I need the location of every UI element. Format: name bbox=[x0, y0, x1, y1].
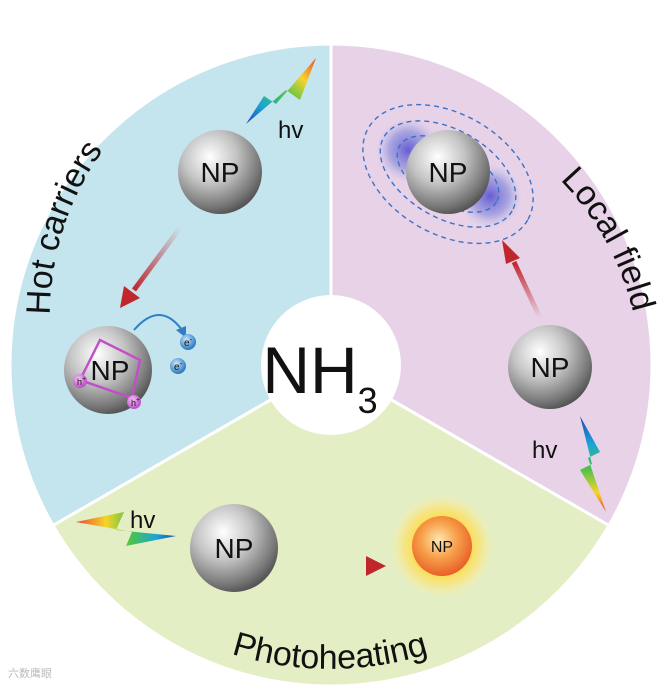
center-nh3: NH3 bbox=[262, 333, 377, 421]
np-label: NP bbox=[429, 157, 468, 188]
electron-text: e bbox=[174, 362, 180, 373]
hole-label: h+ bbox=[131, 397, 140, 408]
electron-label: e- bbox=[174, 359, 183, 373]
arrow-head bbox=[120, 286, 140, 308]
hole-icon bbox=[127, 395, 141, 409]
lightning-bolt-icon bbox=[76, 512, 176, 546]
field-line bbox=[379, 120, 517, 228]
electron-arrow-head bbox=[176, 326, 186, 338]
carrier-path bbox=[78, 338, 142, 400]
hv-label: hv bbox=[278, 117, 303, 144]
electron-sup: - bbox=[190, 335, 193, 344]
hole-text: h bbox=[131, 398, 136, 408]
hole-text: h bbox=[77, 377, 82, 387]
arrow bbox=[511, 260, 543, 320]
np-particle bbox=[64, 326, 152, 414]
np-label: NP bbox=[531, 352, 570, 383]
hv-label: hv bbox=[532, 437, 557, 464]
lightning-bolt-icon bbox=[580, 416, 606, 512]
np-label: NP bbox=[215, 533, 254, 564]
electron-icon bbox=[170, 358, 186, 374]
electron-path bbox=[133, 314, 183, 331]
center-circle bbox=[261, 295, 401, 435]
arrow bbox=[131, 226, 183, 292]
sector-photoheating bbox=[50, 363, 612, 687]
hv-label: hv bbox=[130, 507, 155, 534]
center-subscript: 3 bbox=[358, 380, 378, 421]
np-particle bbox=[406, 130, 490, 214]
hot-np-particle bbox=[412, 516, 472, 576]
hole-label: h+ bbox=[77, 376, 86, 387]
electron-text: e bbox=[184, 338, 190, 349]
np-particle bbox=[190, 504, 278, 592]
np-label: NP bbox=[201, 157, 240, 188]
hole-sup: + bbox=[136, 397, 140, 404]
center-nh-label: NH bbox=[262, 333, 357, 407]
lightning-bolt-icon bbox=[246, 58, 316, 124]
electron-icon bbox=[180, 334, 196, 350]
electron-label: e- bbox=[184, 335, 193, 349]
field-line bbox=[396, 135, 500, 213]
electron-sup: - bbox=[180, 359, 183, 368]
np-particle bbox=[178, 130, 262, 214]
watermark: 六数鹰眼 bbox=[8, 667, 52, 680]
arrow-head bbox=[366, 556, 386, 576]
field-line bbox=[362, 103, 534, 245]
np-particle bbox=[508, 325, 592, 409]
np-label: NP bbox=[91, 355, 130, 386]
hole-sup: + bbox=[82, 376, 86, 383]
hole-icon bbox=[73, 374, 87, 388]
arrow-head bbox=[502, 240, 520, 264]
np-label: NP bbox=[431, 539, 453, 556]
